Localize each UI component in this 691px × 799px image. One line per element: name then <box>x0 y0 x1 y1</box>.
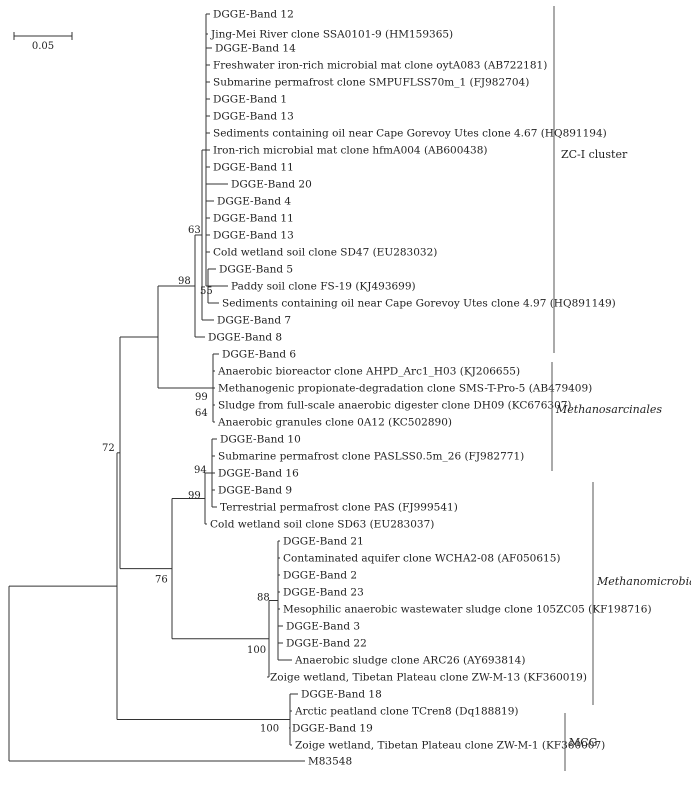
clade-label: Methanomicrobiales <box>596 575 691 588</box>
leaf-label: DGGE-Band 9 <box>218 485 292 497</box>
leaf-label: Cold wetland soil clone SD63 (EU283037) <box>210 519 434 531</box>
clade-brackets: ZC-I clusterMethanosarcinalesMethanomicr… <box>551 6 691 771</box>
leaf-label: Jing-Mei River clone SSA0101-9 (HM159365… <box>210 29 453 41</box>
bootstrap-value: 72 <box>102 443 115 454</box>
leaf-label: DGGE-Band 14 <box>215 43 296 55</box>
bootstrap-value: 64 <box>195 408 208 419</box>
leaf-label: DGGE-Band 22 <box>286 638 367 650</box>
leaf-label: DGGE-Band 1 <box>213 94 287 106</box>
leaf-labels: DGGE-Band 12 Jing-Mei River clone SSA0101… <box>208 9 652 768</box>
bootstrap-labels: 63 55 98 99 64 72 94 99 88 76 100 100 <box>102 225 279 735</box>
leaf-label: Terrestrial permafrost clone PAS (FJ9995… <box>220 502 458 514</box>
leaf-label: DGGE-Band 8 <box>208 332 282 344</box>
leaf-label: Submarine permafrost clone SMPUFLSS70m_1… <box>213 77 529 89</box>
leaf-label: Methanogenic propionate-degradation clon… <box>218 383 592 395</box>
leaf-label: DGGE-Band 19 <box>292 723 373 735</box>
leaf-label: DGGE-Band 12 <box>213 9 294 21</box>
leaf-label: DGGE-Band 16 <box>218 468 299 480</box>
leaf-label: M83548 <box>308 756 352 768</box>
leaf-label: DGGE-Band 5 <box>219 264 293 276</box>
leaf-label: DGGE-Band 2 <box>283 570 357 582</box>
leaf-label: Zoige wetland, Tibetan Plateau clone ZW-… <box>270 672 587 684</box>
leaf-label: Iron-rich microbial mat clone hfmA004 (A… <box>213 145 488 157</box>
leaf-label: DGGE-Band 4 <box>217 196 291 208</box>
leaf-label: Sludge from full-scale anaerobic digeste… <box>218 400 572 412</box>
bootstrap-value: 98 <box>178 276 191 287</box>
tree-branches <box>8 13 305 762</box>
leaf-label: DGGE-Band 13 <box>213 111 294 123</box>
clade-label: Methanosarcinales <box>555 403 662 416</box>
scale-bar: 0.05 <box>13 32 73 52</box>
bootstrap-value: 100 <box>260 724 279 735</box>
leaf-label: Anaerobic sludge clone ARC26 (AY693814) <box>294 655 525 667</box>
scale-bar-label: 0.05 <box>32 41 54 52</box>
leaf-label: Anaerobic bioreactor clone AHPD_Arc1_H03… <box>217 366 520 378</box>
leaf-label: Contaminated aquifer clone WCHA2-08 (AF0… <box>283 553 561 565</box>
leaf-label: DGGE-Band 18 <box>301 689 382 701</box>
leaf-label: DGGE-Band 3 <box>286 621 360 633</box>
leaf-label: DGGE-Band 21 <box>283 536 364 548</box>
clade-label: MCG <box>569 736 597 749</box>
leaf-label: Sediments containing oil near Cape Gorev… <box>222 298 616 310</box>
bootstrap-value: 99 <box>195 392 208 403</box>
bootstrap-value: 100 <box>247 645 266 656</box>
leaf-label: Submarine permafrost clone PASLSS0.5m_26… <box>218 451 524 463</box>
leaf-label: Mesophilic anaerobic wastewater sludge c… <box>283 604 652 616</box>
leaf-label: DGGE-Band 10 <box>220 434 301 446</box>
leaf-label: Arctic peatland clone TCren8 (Dq188819) <box>294 706 518 718</box>
leaf-label: DGGE-Band 11 <box>213 213 294 225</box>
leaf-label: Anaerobic granules clone 0A12 (KC502890) <box>217 417 452 429</box>
bootstrap-value: 63 <box>188 225 201 236</box>
leaf-label: DGGE-Band 7 <box>217 315 291 327</box>
bootstrap-value: 94 <box>194 465 207 476</box>
bootstrap-value: 99 <box>188 491 201 502</box>
leaf-label: DGGE-Band 11 <box>213 162 294 174</box>
leaf-label: Cold wetland soil clone SD47 (EU283032) <box>213 247 437 259</box>
leaf-label: DGGE-Band 6 <box>222 349 296 361</box>
bootstrap-value: 55 <box>200 286 213 297</box>
leaf-label: DGGE-Band 23 <box>283 587 364 599</box>
leaf-label: DGGE-Band 20 <box>231 179 312 191</box>
bootstrap-value: 76 <box>155 575 168 586</box>
leaf-label: Paddy soil clone FS-19 (KJ493699) <box>231 281 416 293</box>
clade-label: ZC-I cluster <box>561 148 628 161</box>
leaf-label: DGGE-Band 13 <box>213 230 294 242</box>
leaf-label: Freshwater iron-rich microbial mat clone… <box>213 60 547 72</box>
leaf-label: Zoige wetland, Tibetan Plateau clone ZW-… <box>295 740 605 752</box>
bootstrap-value: 88 <box>257 593 270 604</box>
leaf-label: Sediments containing oil near Cape Gorev… <box>213 128 607 140</box>
